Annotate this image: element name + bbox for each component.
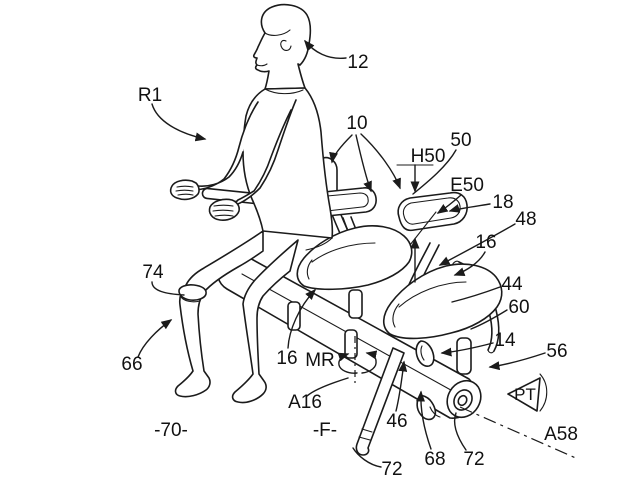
ref-label-60: 60 [508, 297, 529, 318]
pt-direction-indicator [507, 373, 548, 412]
ref-label-56: 56 [546, 341, 567, 362]
ref-label-44: 44 [501, 274, 523, 295]
ref-label-14: 14 [494, 330, 516, 351]
saddle-right [382, 263, 503, 340]
ref-label-70: -70- [154, 420, 188, 441]
saddle-middle [296, 225, 413, 291]
pivot-axis-a58 [459, 406, 579, 460]
ref-label-72-pivot: 72 [463, 449, 484, 470]
side-pad [178, 284, 207, 303]
ref-label-a16: A16 [288, 392, 322, 413]
ref-label-46: 46 [386, 411, 407, 432]
seated-occupant [169, 3, 334, 404]
ref-label-18: 18 [492, 192, 513, 213]
ref-label-10: 10 [346, 113, 367, 134]
leader-10a [329, 134, 353, 164]
dimension-h50 [396, 164, 434, 283]
leader-48 [438, 223, 516, 266]
ref-label-50: 50 [450, 130, 471, 151]
ref-label-12: 12 [347, 52, 368, 73]
seat-unit-right [382, 191, 503, 375]
leader-72-pivot [453, 412, 467, 451]
leader-18 [448, 203, 491, 213]
occupant-arms [169, 99, 297, 221]
ref-label-72-leg: 72 [381, 459, 402, 480]
ref-label-48: 48 [515, 209, 536, 230]
beam-mount-stubs [287, 301, 358, 359]
leader-lines [137, 39, 546, 468]
leader-72-leg [352, 447, 382, 468]
leader-10c [360, 133, 401, 190]
occupant-torso [242, 87, 334, 239]
ref-label-a58: A58 [544, 424, 578, 445]
rotation-symbol-mr [337, 350, 378, 374]
support-strut [355, 347, 405, 456]
ref-label-16-left: 16 [276, 348, 297, 369]
leader-74 [151, 281, 185, 296]
ref-label-r1: R1 [138, 85, 162, 106]
ref-label-66: 66 [121, 354, 142, 375]
ref-label-e50: E50 [450, 175, 484, 196]
ref-label-mr: MR [305, 350, 335, 371]
leader-12 [304, 39, 347, 59]
ref-label-pt: PT [514, 385, 536, 404]
ref-label-f: -F- [313, 420, 337, 441]
leader-60 [470, 309, 508, 330]
occupant-head [252, 3, 312, 90]
dimension-e50 [409, 194, 462, 246]
ref-label-68: 68 [424, 449, 445, 470]
leader-44 [451, 286, 501, 303]
hook-fitting [415, 340, 435, 367]
leader-66 [137, 319, 173, 358]
ref-label-h50: H50 [411, 146, 446, 167]
ear-line [280, 39, 292, 51]
leader-a16 [306, 377, 349, 397]
leader-14 [440, 342, 494, 357]
leader-10b [355, 134, 372, 193]
leader-56 [488, 352, 546, 371]
beam-pivot-end [446, 379, 482, 419]
reference-labels: 12 R1 10 50 H50 E50 18 48 16 44 60 14 56… [121, 52, 577, 480]
ref-label-74: 74 [142, 262, 164, 283]
leader-r1 [151, 103, 207, 142]
leader-68 [416, 390, 432, 450]
leader-16-right [453, 251, 486, 276]
leader-46 [395, 360, 408, 412]
ref-label-16-right: 16 [475, 232, 496, 253]
leader-50 [412, 149, 457, 195]
leader-16-left [287, 288, 317, 349]
